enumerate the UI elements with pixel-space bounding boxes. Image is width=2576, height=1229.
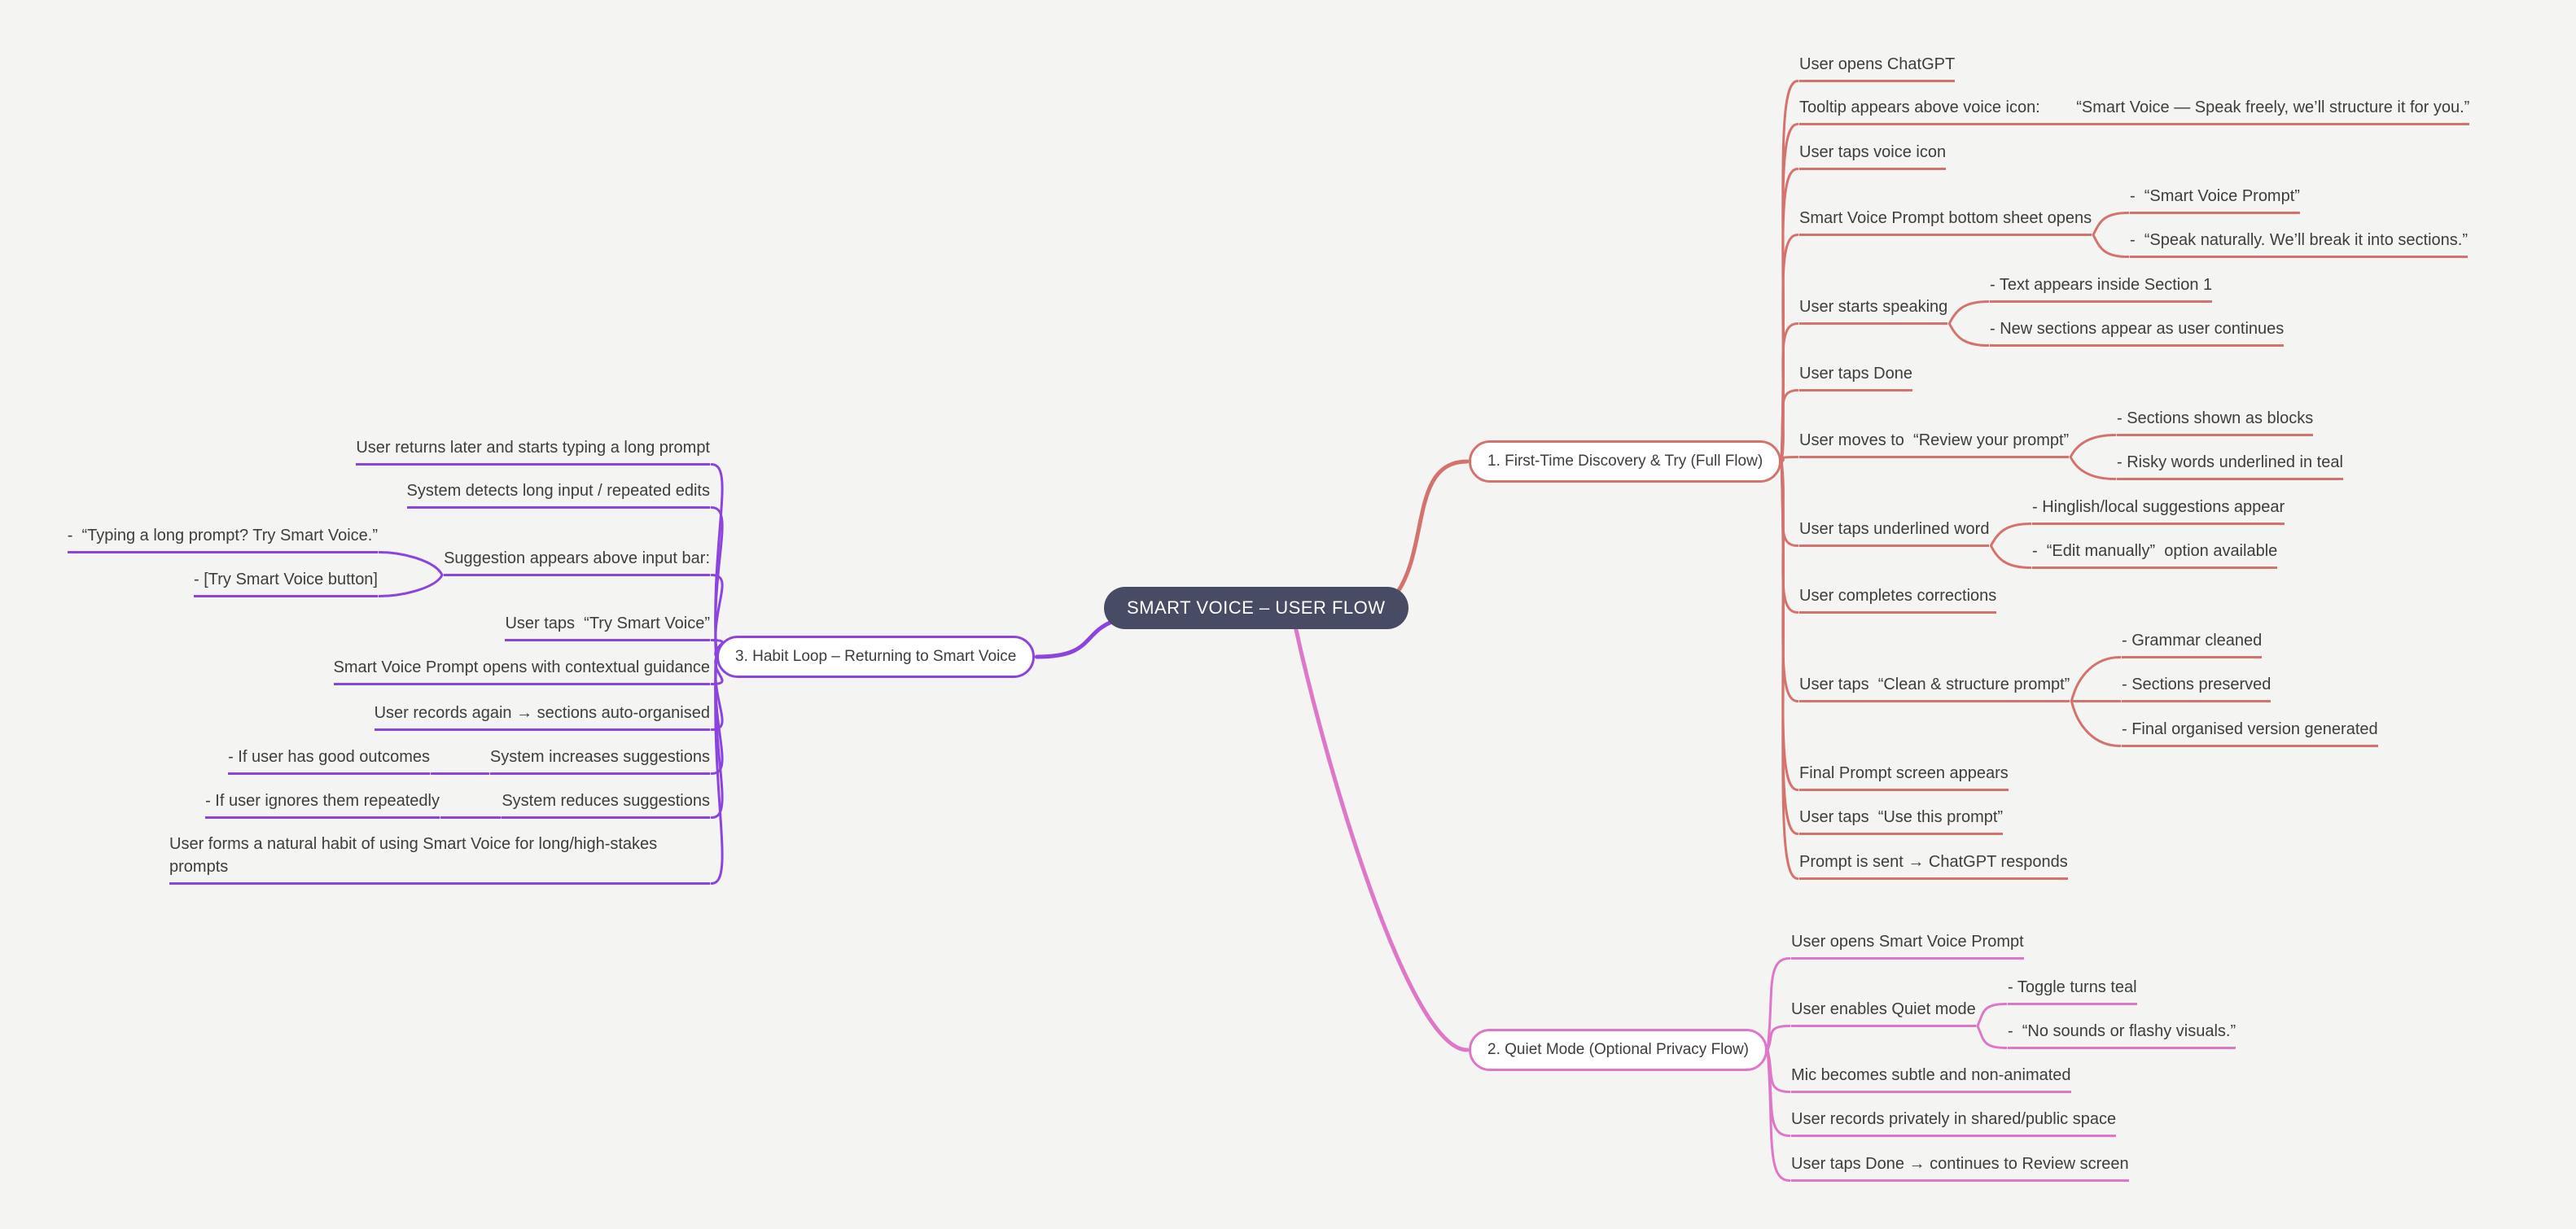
leaf-node[interactable]: Suggestion appears above input bar:	[444, 547, 710, 576]
leaf-node[interactable]: System detects long input / repeated edi…	[406, 479, 710, 509]
leaf-node[interactable]: System reduces suggestions	[502, 789, 710, 819]
leaf-node[interactable]: System increases suggestions	[489, 746, 710, 775]
leaf-node[interactable]: - “Smart Voice Prompt”	[2130, 185, 2300, 214]
leaf-node[interactable]: User taps “Use this prompt”	[1799, 806, 2004, 835]
leaf-node[interactable]: User forms a natural habit of using Smar…	[169, 833, 710, 885]
leaf-node[interactable]: - “Speak naturally. We’ll break it into …	[2130, 229, 2468, 258]
leaf-node[interactable]: - Toggle turns teal	[2008, 976, 2137, 1005]
leaf-node[interactable]: User taps Done → continues to Review scr…	[1791, 1152, 2129, 1182]
leaf-node[interactable]: - Final organised version generated	[2122, 718, 2378, 747]
leaf-node[interactable]: User taps Done	[1799, 362, 1912, 391]
leaf-node[interactable]: - Sections shown as blocks	[2117, 407, 2314, 436]
leaf-node[interactable]: Smart Voice Prompt bottom sheet opens	[1799, 207, 2092, 236]
branch-node-first-time-discovery[interactable]: 1. First-Time Discovery & Try (Full Flow…	[1469, 440, 1782, 483]
leaf-node[interactable]: User opens ChatGPT	[1799, 53, 1956, 82]
leaf-node[interactable]: Tooltip appears above voice icon: “Smart…	[1799, 96, 2470, 125]
leaf-node[interactable]: User taps “Clean & structure prompt”	[1799, 673, 2070, 702]
leaf-node[interactable]: Prompt is sent → ChatGPT responds	[1799, 851, 2068, 880]
leaf-node[interactable]: - Risky words underlined in teal	[2117, 451, 2343, 480]
branch-node-habit-loop[interactable]: 3. Habit Loop – Returning to Smart Voice	[716, 636, 1036, 678]
leaf-node[interactable]: Final Prompt screen appears	[1799, 762, 2009, 791]
leaf-node[interactable]: - Hinglish/local suggestions appear	[2032, 496, 2285, 525]
leaf-node[interactable]: - New sections appear as user continues	[1990, 317, 2285, 347]
leaf-node[interactable]: User starts speaking	[1799, 295, 1948, 325]
leaf-node[interactable]: User records privately in shared/public …	[1791, 1108, 2117, 1137]
leaf-node[interactable]: - If user has good outcomes	[228, 746, 430, 775]
leaf-node[interactable]: - If user ignores them repeatedly	[205, 789, 440, 819]
leaf-node[interactable]: User taps voice icon	[1799, 141, 1947, 170]
leaf-node[interactable]: - “No sounds or flashy visuals.”	[2008, 1020, 2236, 1049]
leaf-node[interactable]: - Grammar cleaned	[2122, 629, 2263, 658]
leaf-node[interactable]: - Text appears inside Section 1	[1990, 273, 2213, 303]
root-node[interactable]: SMART VOICE – USER FLOW	[1104, 587, 1408, 629]
leaf-node[interactable]: - [Try Smart Voice button]	[193, 568, 378, 597]
leaf-node[interactable]: User enables Quiet mode	[1791, 998, 1976, 1027]
branch-node-quiet-mode[interactable]: 2. Quiet Mode (Optional Privacy Flow)	[1469, 1029, 1768, 1071]
leaf-node[interactable]: Mic becomes subtle and non-animated	[1791, 1064, 2071, 1093]
leaf-node[interactable]: - “Edit manually” option available	[2032, 540, 2278, 569]
leaf-node[interactable]: User records again → sections auto-organ…	[374, 702, 710, 731]
leaf-node[interactable]: User opens Smart Voice Prompt	[1791, 930, 2024, 960]
leaf-node[interactable]: User moves to “Review your prompt”	[1799, 429, 2070, 458]
leaf-node[interactable]: - Sections preserved	[2122, 673, 2272, 702]
leaf-node[interactable]: - “Typing a long prompt? Try Smart Voice…	[67, 524, 378, 553]
leaf-node[interactable]: User taps “Try Smart Voice”	[505, 612, 710, 641]
leaf-node[interactable]: User returns later and starts typing a l…	[356, 436, 710, 466]
leaf-node[interactable]: User taps underlined word	[1799, 518, 1990, 547]
leaf-node[interactable]: User completes corrections	[1799, 584, 1997, 614]
leaf-node[interactable]: Smart Voice Prompt opens with contextual…	[333, 656, 710, 685]
